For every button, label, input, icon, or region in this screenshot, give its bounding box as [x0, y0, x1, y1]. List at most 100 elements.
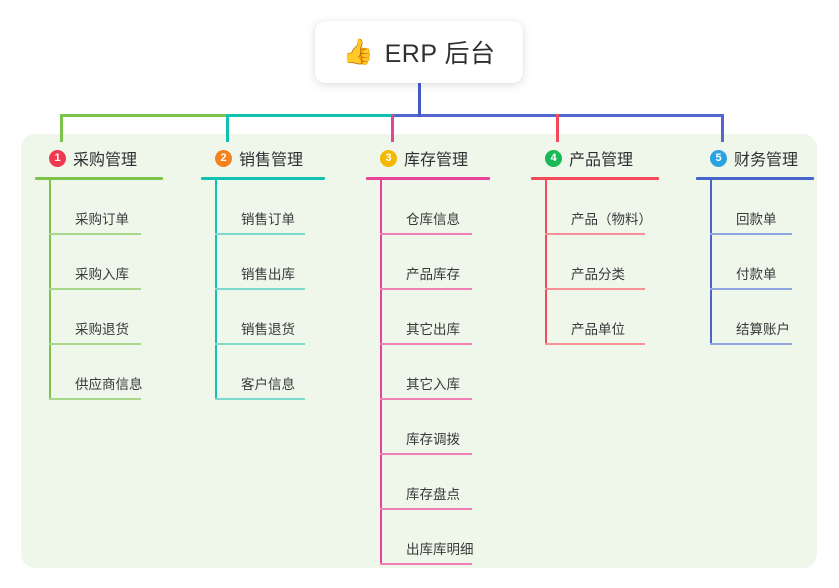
leaf-node[interactable]: 采购订单 [49, 180, 163, 235]
branch-leaf-list: 采购订单采购入库采购退货供应商信息 [35, 180, 163, 400]
leaf-node-label: 客户信息 [241, 377, 295, 392]
branch-column-财务管理: 5 财务管理回款单付款单结算账户 [696, 146, 814, 345]
root-stem [418, 83, 421, 117]
leaf-node-rule [215, 288, 305, 290]
leaf-node-label: 其它入库 [406, 377, 460, 392]
leaf-node-label: 销售出库 [241, 267, 295, 282]
branch-header-财务管理[interactable]: 5 财务管理 [696, 146, 814, 170]
leaf-node-label: 销售订单 [241, 212, 295, 227]
leaf-node-label: 库存调拨 [406, 432, 460, 447]
branch-column-产品管理: 4 产品管理产品（物料） 产品分类产品单位 [531, 146, 659, 345]
branch-header-rule [531, 177, 659, 180]
leaf-node-label: 供应商信息 [75, 377, 143, 392]
connector-drop-3 [391, 114, 394, 142]
leaf-node-label: 采购退货 [75, 322, 129, 337]
leaf-node-rule [215, 398, 305, 400]
leaf-node[interactable]: 采购入库 [49, 235, 163, 290]
leaf-node-rule [380, 398, 472, 400]
leaf-node-label: 产品单位 [571, 322, 625, 337]
connector-drop-2 [226, 114, 229, 142]
branch-header-rule [201, 177, 325, 180]
leaf-node-label: 销售退货 [241, 322, 295, 337]
branch-header-rule [696, 177, 814, 180]
branch-badge-5: 5 [710, 149, 727, 167]
leaf-node[interactable]: 其它入库 [380, 345, 490, 400]
leaf-node-rule [49, 233, 141, 235]
branch-column-库存管理: 3 库存管理仓库信息产品库存其它出库其它入库库存调拨库存盘点出库库明细 [366, 146, 490, 565]
branch-badge-4: 4 [545, 149, 562, 167]
leaf-node-label: 产品分类 [571, 267, 625, 282]
leaf-node-rule [380, 233, 472, 235]
branch-leaf-list: 仓库信息产品库存其它出库其它入库库存调拨库存盘点出库库明细 [366, 180, 490, 565]
leaf-node-label: 其它出库 [406, 322, 460, 337]
diagram-background-panel [21, 134, 817, 568]
leaf-node[interactable]: 结算账户 [710, 290, 814, 345]
connector-drop-4 [556, 114, 559, 142]
leaf-node[interactable]: 库存调拨 [380, 400, 490, 455]
leaf-node-label: 采购入库 [75, 267, 129, 282]
leaf-node-rule [710, 233, 792, 235]
leaf-node[interactable]: 采购退货 [49, 290, 163, 345]
leaf-node-label: 回款单 [736, 212, 777, 227]
leaf-node-rule [380, 563, 472, 565]
leaf-node[interactable]: 供应商信息 [49, 345, 163, 400]
branch-header-rule [366, 177, 490, 180]
leaf-node-rule [545, 343, 645, 345]
thumbs-up-icon: 👍 [342, 37, 374, 66]
branch-vertical-rail [545, 180, 547, 345]
leaf-node-label: 付款单 [736, 267, 777, 282]
leaf-node-label: 出库库明细 [406, 542, 474, 557]
leaf-node-label: 采购订单 [75, 212, 129, 227]
branch-badge-2: 2 [215, 149, 232, 167]
leaf-node[interactable]: 销售出库 [215, 235, 325, 290]
leaf-node[interactable]: 产品分类 [545, 235, 659, 290]
branch-vertical-rail [710, 180, 712, 345]
root-node-erp-backend[interactable]: 👍 ERP 后台 [315, 21, 523, 83]
leaf-node-rule [710, 288, 792, 290]
branch-badge-3: 3 [380, 149, 397, 167]
leaf-node[interactable]: 客户信息 [215, 345, 325, 400]
leaf-node-rule [215, 233, 305, 235]
leaf-node[interactable]: 出库库明细 [380, 510, 490, 565]
leaf-node-rule [710, 343, 792, 345]
leaf-node-rule [380, 343, 472, 345]
leaf-node[interactable]: 仓库信息 [380, 180, 490, 235]
branch-header-rule [35, 177, 163, 180]
leaf-node-label: 库存盘点 [406, 487, 460, 502]
leaf-node-rule [545, 288, 645, 290]
branch-header-库存管理[interactable]: 3 库存管理 [366, 146, 490, 170]
branch-leaf-list: 销售订单销售出库销售退货客户信息 [201, 180, 325, 400]
leaf-node-rule [49, 288, 141, 290]
branch-leaf-list: 产品（物料） 产品分类产品单位 [531, 180, 659, 345]
branch-title-label: 财务管理 [734, 152, 799, 169]
branch-header-产品管理[interactable]: 4 产品管理 [531, 146, 659, 170]
leaf-node-rule [215, 343, 305, 345]
leaf-node-rule [380, 288, 472, 290]
leaf-node[interactable]: 产品库存 [380, 235, 490, 290]
leaf-node[interactable]: 其它出库 [380, 290, 490, 345]
leaf-node-rule [380, 453, 472, 455]
leaf-node[interactable]: 产品单位 [545, 290, 659, 345]
leaf-node[interactable]: 产品（物料） [545, 180, 659, 235]
leaf-node-rule [49, 343, 141, 345]
branch-title-label: 库存管理 [404, 152, 469, 169]
branch-title-label: 产品管理 [569, 152, 634, 169]
leaf-node-label: 产品库存 [406, 267, 460, 282]
branch-title-label: 采购管理 [73, 152, 138, 169]
leaf-node-label: 产品（物料） [571, 212, 652, 227]
leaf-node-rule [545, 233, 645, 235]
leaf-node[interactable]: 销售订单 [215, 180, 325, 235]
branch-vertical-rail [380, 180, 382, 565]
branch-vertical-rail [215, 180, 217, 400]
branch-vertical-rail [49, 180, 51, 400]
leaf-node[interactable]: 库存盘点 [380, 455, 490, 510]
leaf-node[interactable]: 付款单 [710, 235, 814, 290]
leaf-node-rule [380, 508, 472, 510]
leaf-node[interactable]: 销售退货 [215, 290, 325, 345]
leaf-node-rule [49, 398, 141, 400]
leaf-node[interactable]: 回款单 [710, 180, 814, 235]
